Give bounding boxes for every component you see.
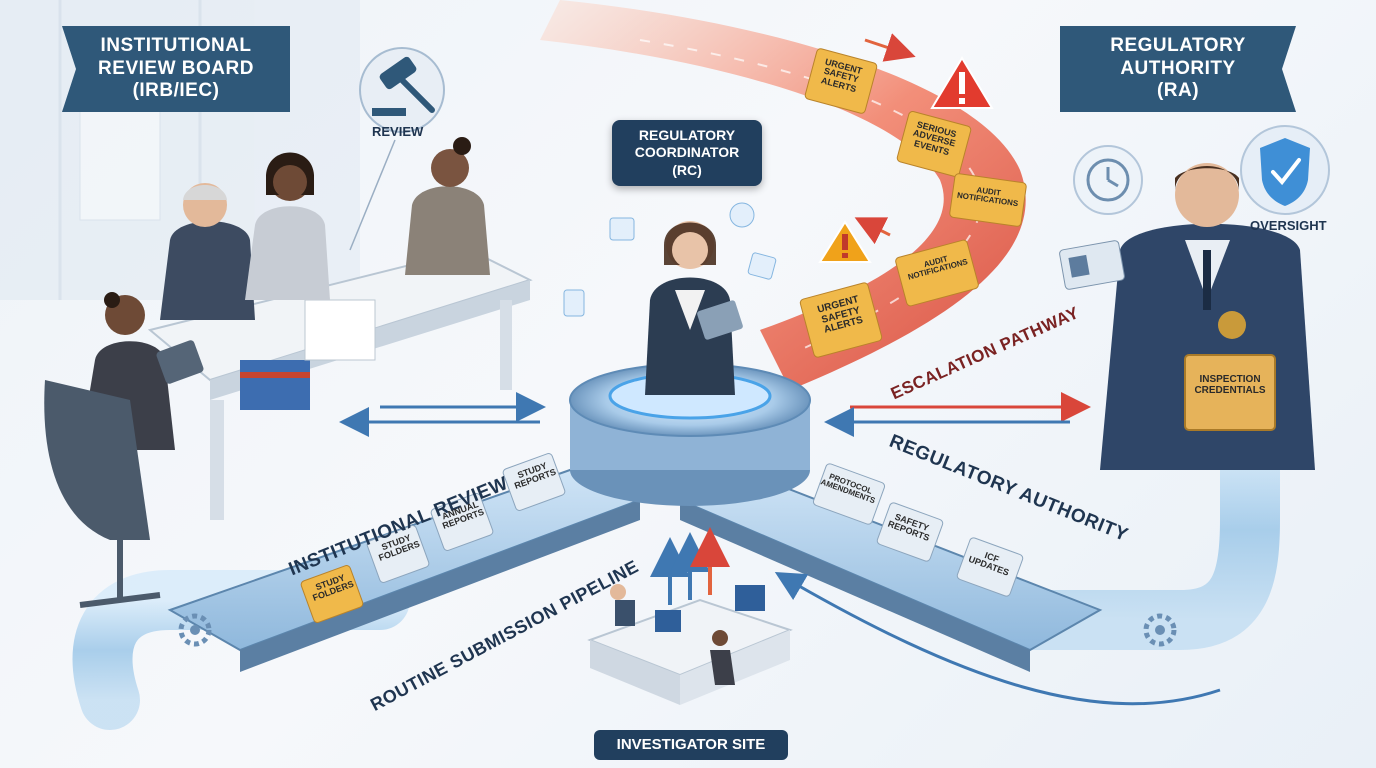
investigator-site-label: INVESTIGATOR SITE: [594, 730, 788, 760]
review-tag: REVIEW: [372, 124, 424, 139]
irb-members: [44, 137, 490, 608]
irb-desk: [147, 248, 533, 520]
right-pipe: [970, 410, 1280, 650]
clock-icon: [1073, 145, 1143, 215]
warning-icon: [930, 56, 994, 109]
left-pipe: [72, 570, 410, 730]
coordinator-label-box: REGULATORY COORDINATOR (RC): [612, 120, 762, 186]
warning-icon: [818, 220, 872, 263]
shield-check-icon: [1240, 125, 1330, 215]
gear-icon: [1143, 613, 1177, 647]
ra-banner-line2: AUTHORITY: [1120, 57, 1236, 79]
ra-banner-line1: REGULATORY: [1110, 34, 1246, 56]
credentials-line: CREDENTIALS: [1194, 384, 1266, 396]
credentials-line: INSPECTION: [1199, 374, 1261, 385]
gear-icon: [178, 613, 212, 647]
coordinator-hub: [569, 363, 811, 506]
ra-banner-line3: (RA): [1156, 80, 1200, 102]
ra-officer: [1059, 163, 1315, 470]
coordinator-person: [645, 221, 743, 395]
investigator-site-office: [587, 584, 793, 705]
oversight-tag: OVERSIGHT: [1250, 218, 1327, 233]
folder-shapes: [300, 48, 1027, 623]
irb-banner-line3: (IRB/IEC): [132, 80, 220, 102]
irb-banner-line2: REVIEW BOARD: [98, 57, 254, 79]
gavel-icon: [359, 47, 445, 133]
rc-line1: REGULATORY: [638, 126, 736, 143]
ra-banner: REGULATORY AUTHORITY (RA): [1060, 26, 1296, 112]
inspection-credentials-label: INSPECTION CREDENTIALS: [1185, 374, 1275, 396]
irb-banner-line1: INSTITUTIONAL: [100, 34, 252, 56]
flow-arrows: [339, 33, 1221, 706]
hologram-icons: [563, 202, 777, 317]
rc-line3: (RC): [672, 161, 702, 178]
rc-line2: COORDINATOR: [634, 144, 740, 161]
irb-banner: INSTITUTIONAL REVIEW BOARD (IRB/IEC): [62, 26, 290, 112]
review-callout-line: [349, 139, 396, 251]
